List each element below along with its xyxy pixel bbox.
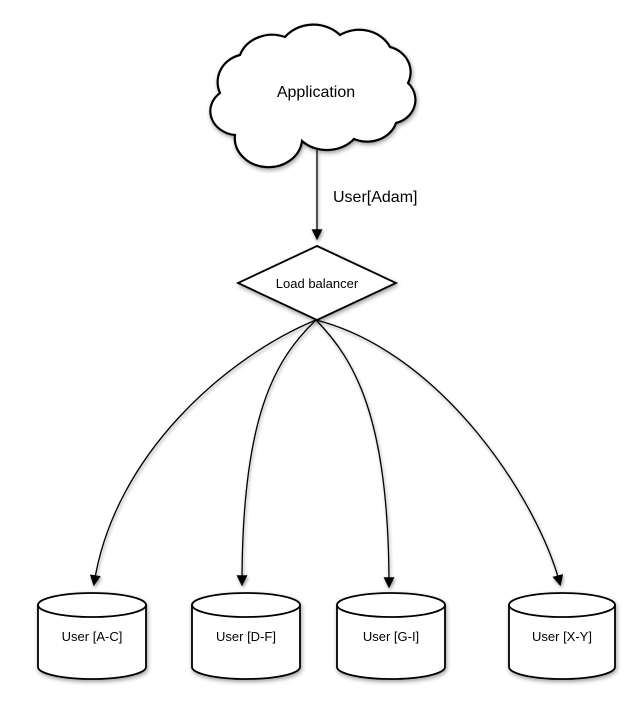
cylinder-top [336, 592, 446, 618]
node-shard-4-label: User [X-Y] [532, 629, 592, 644]
diamond-shape [235, 245, 399, 321]
node-shard-1-label: User [A-C] [62, 629, 123, 644]
node-shard-3-label: User [G-I] [363, 629, 419, 644]
node-load-balancer-label: Load balancer [276, 276, 359, 291]
cylinder-top [37, 592, 147, 618]
node-application-label: Application [277, 84, 355, 101]
node-load-balancer: Load balancer [235, 245, 399, 321]
node-shard-2-label: User [D-F] [216, 629, 276, 644]
cloud-shape [209, 23, 417, 169]
cylinder-body [508, 604, 616, 680]
edge-app-to-balancer-label: User[Adam] [333, 189, 417, 206]
cylinder-top [191, 592, 301, 618]
node-shard-4: User [X-Y] [508, 592, 616, 680]
node-shard-2: User [D-F] [191, 592, 301, 680]
edge-to-shard-4 [315, 319, 564, 587]
node-shard-3: User [G-I] [336, 592, 446, 680]
edge-to-shard-1 [89, 319, 317, 587]
edge-to-shard-3 [315, 319, 395, 589]
cylinder-body [37, 604, 147, 680]
cylinder-body [191, 604, 301, 680]
cylinder-top [508, 592, 616, 618]
node-application: Application [209, 23, 417, 169]
node-shard-1: User [A-C] [37, 592, 147, 680]
edge-balancer-to-shards [89, 319, 564, 589]
cylinder-body [336, 604, 446, 680]
edge-to-shard-2 [236, 319, 317, 587]
